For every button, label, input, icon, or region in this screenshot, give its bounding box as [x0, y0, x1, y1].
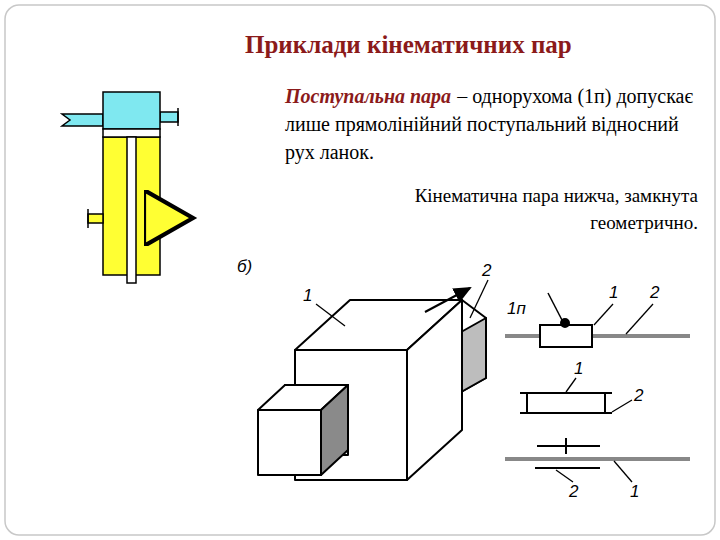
slide-title: Приклади кінематичних пар	[245, 32, 572, 57]
callout-number: 2	[569, 483, 578, 500]
prism-pair-drawing	[258, 280, 488, 480]
pair-symbols	[505, 293, 690, 482]
slide-frame	[5, 5, 715, 535]
callout-number: 2	[634, 387, 643, 404]
callout-number: 1	[574, 360, 583, 377]
callout-number: 1	[303, 287, 312, 304]
callout-number: 2	[482, 262, 491, 279]
term: Поступальна пара	[285, 85, 451, 107]
definition-paragraph: Поступальна пара– однорухома (1п) допуск…	[285, 82, 710, 166]
callout-number: 2	[650, 284, 659, 301]
note: Кінематична пара нижча, замкнута геометр…	[410, 182, 698, 236]
figure-letter: б)	[237, 258, 252, 275]
cylinder-drawing	[62, 92, 186, 283]
callout-number: 1	[609, 284, 618, 301]
pair-class: 1п	[507, 300, 526, 317]
callout-number: 1	[630, 483, 639, 500]
